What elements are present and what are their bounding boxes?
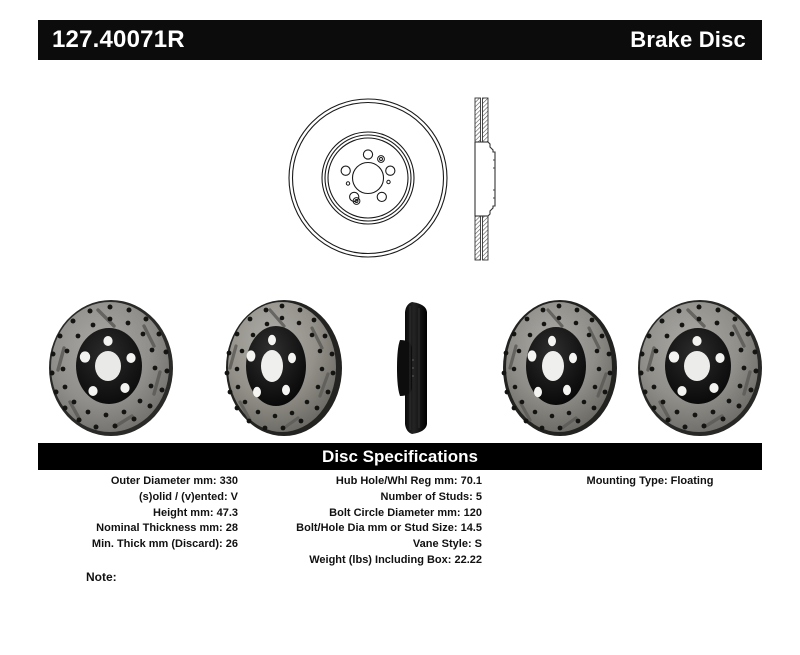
rotor-photo-edge-on (397, 302, 427, 434)
spec-bolt-circle-diameter: Bolt Circle Diameter mm: 120 (329, 506, 482, 519)
product-type-label: Brake Disc (630, 27, 746, 52)
spec-height: Height mm: 47.3 (153, 506, 238, 519)
technical-drawings (280, 88, 540, 278)
disc-specifications-title: Disc Specifications (322, 447, 478, 466)
header-bar: 127.40071R Brake Disc (38, 20, 762, 60)
part-number: 127.40071R (52, 26, 185, 53)
spec-vane-style: Vane Style: S (412, 538, 482, 551)
rotor-face-line-drawing (288, 98, 448, 258)
spec-mounting-type: Mounting Type: Floating (586, 475, 714, 487)
spec-outer-diameter: Outer Diameter mm: 330 (110, 475, 238, 487)
spec-number-of-studs: Number of Studs: 5 (380, 490, 482, 503)
rotor-photo-front-right (638, 300, 762, 436)
rotor-photo-angled-left (224, 300, 342, 436)
disc-specifications-title-bar: Disc Specifications (38, 443, 762, 470)
spec-nominal-thickness: Nominal Thickness mm: 28 (96, 522, 238, 535)
product-photo-row (28, 298, 780, 444)
spec-column-left: Outer Diameter mm: 330 (s)olid / (v)ente… (38, 474, 238, 553)
spec-column-right: Mounting Type: Floating (538, 474, 762, 490)
note-label: Note: (86, 570, 117, 584)
note-row: Note: (86, 570, 423, 584)
spec-bolt-hole-dia: Bolt/Hole Dia mm or Stud Size: 14.5 (296, 522, 482, 535)
spec-solid-vented: (s)olid / (v)ented: V (139, 490, 238, 503)
rotor-photo-front-drilled-slotted (49, 300, 173, 436)
spec-column-middle: Hub Hole/Whl Reg mm: 70.1 Number of Stud… (252, 474, 482, 569)
spec-hub-hole: Hub Hole/Whl Reg mm: 70.1 (335, 475, 482, 487)
spec-weight: Weight (lbs) Including Box: 22.22 (309, 553, 482, 566)
rotor-cross-section-line-drawing (474, 97, 496, 261)
disc-specifications-body: Outer Diameter mm: 330 (s)olid / (v)ente… (38, 474, 762, 574)
spec-min-thickness: Min. Thick mm (Discard): 26 (91, 538, 238, 551)
rotor-photo-angled-right (501, 300, 617, 436)
